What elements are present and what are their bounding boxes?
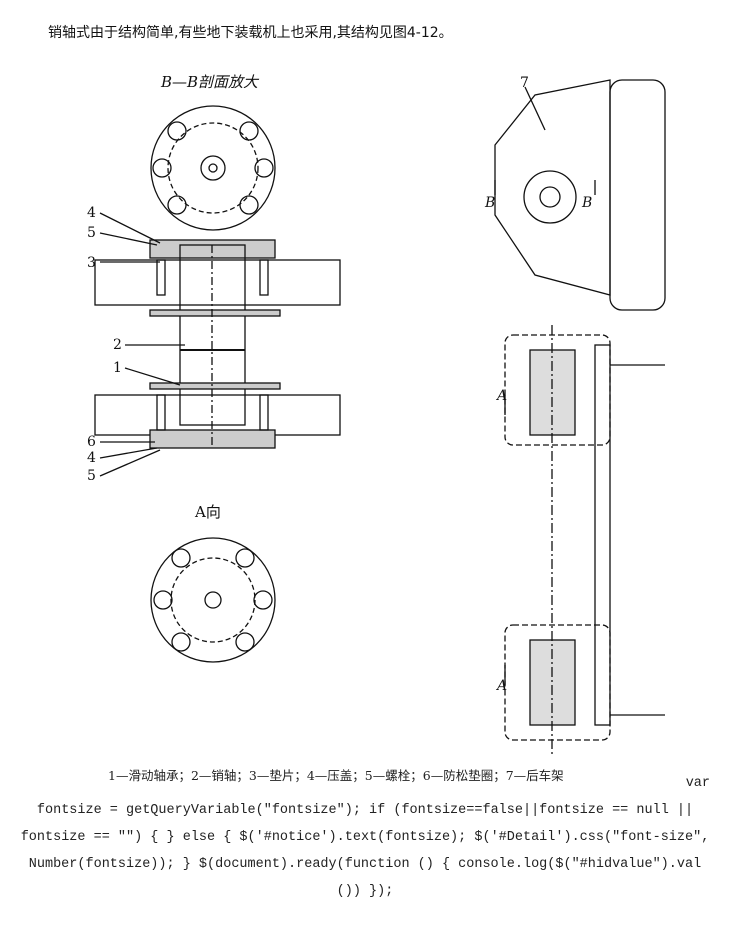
code-line: Number(fontsize)); } $(document).ready(f… (28, 857, 702, 872)
intro-paragraph: 销轴式由于结构简单,有些地下装载机上也采用,其结构见图4-12。 (48, 25, 453, 41)
view-mark: A (495, 678, 507, 694)
script-text: var fontsize = getQueryVariable("fontsiz… (20, 770, 710, 905)
code-line: fontsize = getQueryVariable("fontsize");… (36, 803, 694, 818)
part-label: 7 (520, 75, 529, 91)
part-label: 1 (113, 360, 122, 376)
bolt-heads (152, 121, 274, 215)
pin-shaft-drawing: B—B剖面放大 A向 4 5 3 2 1 6 4 5 7 B B A A (87, 73, 666, 755)
code-line: ()) }); (336, 884, 394, 899)
view-mark: A (495, 388, 507, 404)
section-mark: B (484, 195, 495, 211)
part-label: 6 (87, 434, 96, 450)
part-label: 4 (87, 205, 96, 221)
part-label: 2 (113, 337, 122, 353)
part-label: 4 (87, 450, 96, 466)
figure-4-12: B—B剖面放大 A向 4 5 3 2 1 6 4 5 7 B B A A (65, 65, 670, 760)
code-line: var (685, 776, 710, 791)
view-title: A向 (194, 503, 221, 521)
part-label: 5 (87, 225, 96, 241)
figure-caption: 1—滑动轴承；2—销轴；3—垫片；4—压盖；5—螺栓；6—防松垫圈；7—后车架 (108, 768, 564, 783)
part-label: 3 (87, 255, 96, 271)
part-label: 5 (87, 468, 96, 484)
code-line: fontsize == "") { } else { $('#notice').… (20, 830, 710, 845)
section-mark: B (581, 195, 592, 211)
section-title: B—B剖面放大 (160, 73, 260, 91)
